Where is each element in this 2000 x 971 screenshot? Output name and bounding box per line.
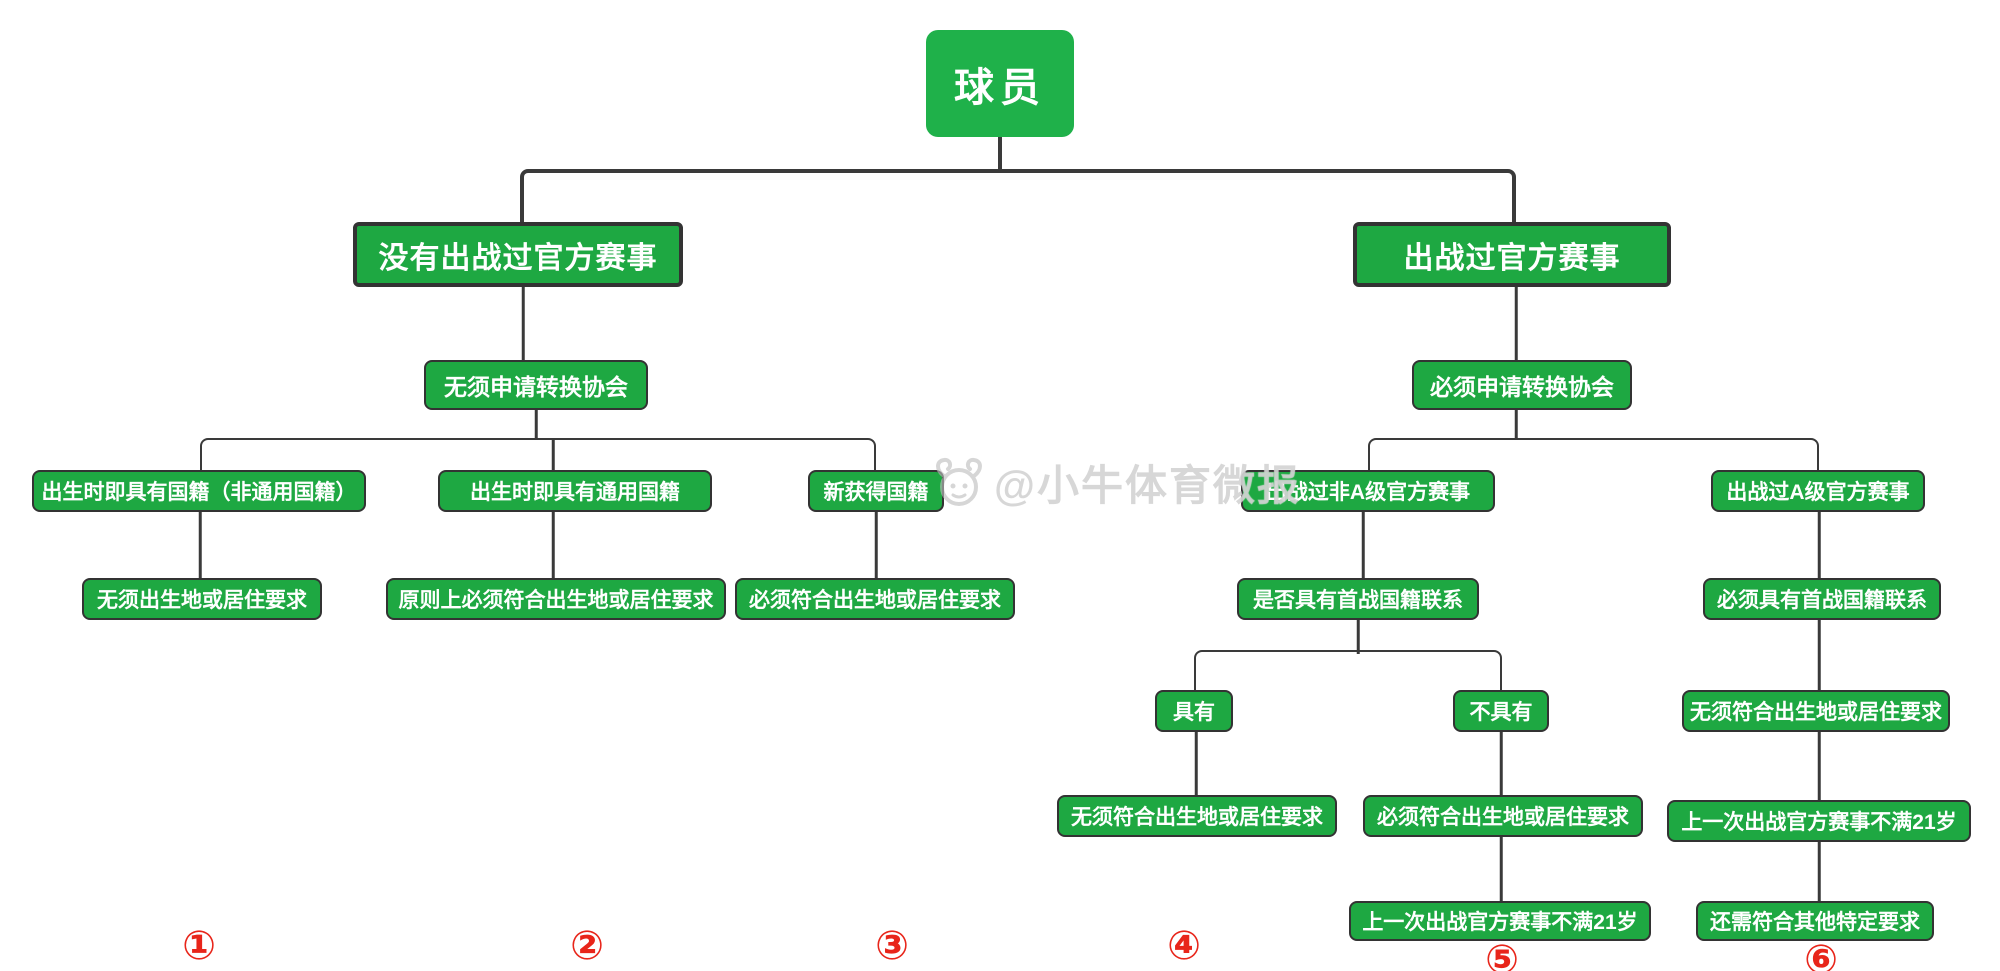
connector-rcase2-req4 [1817, 840, 1821, 903]
connector-left-split-middle-leg [551, 438, 555, 472]
node-played-a-level: 出战过A级官方赛事 [1711, 470, 1925, 512]
node-yes-no-need-meet-requirement: 无须符合出生地或居住要求 [1057, 795, 1337, 837]
connector-left-three-way-split [200, 438, 876, 472]
node-has-link: 具有 [1155, 690, 1233, 732]
connector-question-drop [1356, 616, 1360, 654]
node-nationality-at-birth-universal: 出生时即具有通用国籍 [438, 470, 712, 512]
node-new-nationality: 新获得国籍 [808, 470, 944, 512]
node-in-principle-must-meet-requirement: 原则上必须符合出生地或居住要求 [386, 578, 726, 620]
connector-root-split [520, 169, 1516, 227]
footnote-3: ③ [875, 923, 909, 969]
connector-left-step-drop [534, 408, 538, 440]
footnote-6: ⑥ [1804, 937, 1838, 971]
connector-rcase2-req2 [1817, 618, 1821, 692]
connector-root-drop [998, 135, 1002, 173]
node-no-need-apply-switch: 无须申请转换协会 [424, 360, 648, 410]
node-other-specific-requirements: 还需符合其他特定要求 [1696, 901, 1934, 941]
connector-left-header-step [521, 285, 525, 362]
footnote-1: ① [182, 923, 216, 969]
connector-lcase3-req [874, 510, 878, 580]
node-a-level-last-match-under-21: 上一次出战官方赛事不满21岁 [1667, 800, 1971, 842]
footnote-2: ② [570, 923, 604, 969]
connector-rcase2-req3 [1817, 730, 1821, 802]
footnote-4: ④ [1167, 923, 1201, 969]
connector-no-req-under21 [1499, 835, 1503, 903]
node-must-have-first-match-nationality-link: 必须具有首战国籍联系 [1703, 578, 1941, 620]
node-never-played-official: 没有出战过官方赛事 [353, 222, 683, 287]
connector-yes-req [1194, 730, 1198, 797]
connector-right-two-way-split [1368, 438, 1819, 472]
node-has-no-link: 不具有 [1453, 690, 1549, 732]
node-played-official: 出战过官方赛事 [1353, 222, 1671, 287]
node-must-meet-birth-residence-requirement: 必须符合出生地或居住要求 [735, 578, 1015, 620]
node-nationality-at-birth-non-universal: 出生时即具有国籍（非通用国籍） [32, 470, 366, 512]
node-must-apply-switch: 必须申请转换协会 [1412, 360, 1632, 410]
node-played-non-a-level: 出战过非A级官方赛事 [1241, 470, 1495, 512]
node-has-first-match-nationality-link-question: 是否具有首战国籍联系 [1237, 578, 1479, 620]
connector-lcase2-req [551, 510, 555, 580]
node-a-level-no-need-meet-requirement: 无须符合出生地或居住要求 [1682, 690, 1950, 732]
connector-right-header-step [1514, 285, 1518, 362]
node-last-match-under-21: 上一次出战官方赛事不满21岁 [1349, 901, 1651, 941]
footnote-5: ⑤ [1485, 937, 1519, 971]
connector-no-req [1499, 730, 1503, 797]
node-no-must-meet-requirement: 必须符合出生地或居住要求 [1363, 795, 1643, 837]
connector-lcase1-req [198, 510, 202, 580]
node-no-birth-residence-requirement: 无须出生地或居住要求 [82, 578, 322, 620]
connector-right-step-drop [1514, 408, 1518, 440]
node-player: 球员 [926, 30, 1074, 137]
connector-rcase2-req1 [1817, 510, 1821, 580]
connector-yes-no-split [1194, 650, 1502, 692]
connector-rcase1-question [1361, 510, 1365, 580]
